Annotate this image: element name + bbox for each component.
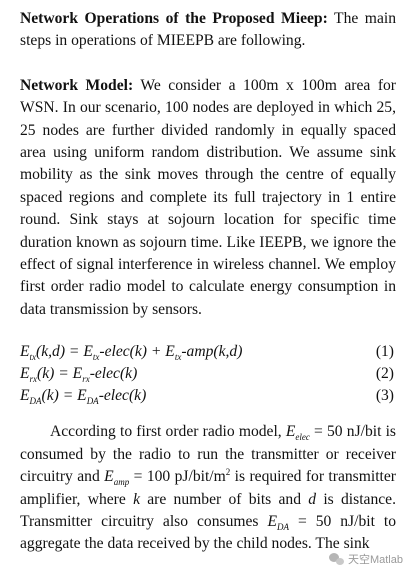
paragraph-heading: Network Model:	[20, 76, 134, 94]
equation-number: (3)	[375, 387, 394, 405]
paper-page: Network Operations of the Proposed Mieep…	[20, 8, 396, 556]
symbol-e-da: EDA	[267, 512, 289, 533]
equation-number: (2)	[375, 365, 394, 383]
watermark: 天空Matlab	[325, 550, 406, 568]
paragraph-network-operations: Network Operations of the Proposed Mieep…	[20, 8, 396, 53]
equation-body: Erx(k) = Erx-elec(k)	[20, 365, 138, 385]
paragraph-heading: Network Operations of the Proposed Mieep…	[20, 10, 328, 27]
paragraph-radio-model: According to first order radio model, Ee…	[20, 423, 396, 553]
symbol-e-amp: Eamp	[104, 468, 130, 488]
symbol-e-elec: Eelec	[285, 423, 310, 443]
equation-3: EDA(k) = EDA-elec(k) (3)	[20, 385, 396, 407]
equation-body: EDA(k) = EDA-elec(k)	[20, 387, 147, 407]
wechat-icon	[328, 552, 345, 566]
equation-number: (1)	[375, 343, 394, 361]
paragraph-network-model: Network Model: We consider a 100m x 100m…	[20, 75, 396, 321]
equation-block: Etx(k,d) = Etx-elec(k) + Etx-amp(k,d) (1…	[20, 341, 396, 407]
paragraph-text: The main steps in operations of MIEEPB a…	[20, 10, 396, 50]
equation-2: Erx(k) = Erx-elec(k) (2)	[20, 363, 396, 385]
watermark-text: 天空Matlab	[347, 554, 403, 566]
paragraph-text: We consider a 100m x 100m area for WSN. …	[20, 76, 396, 318]
equation-1: Etx(k,d) = Etx-elec(k) + Etx-amp(k,d) (1…	[20, 341, 396, 363]
equation-body: Etx(k,d) = Etx-elec(k) + Etx-amp(k,d)	[20, 343, 243, 363]
